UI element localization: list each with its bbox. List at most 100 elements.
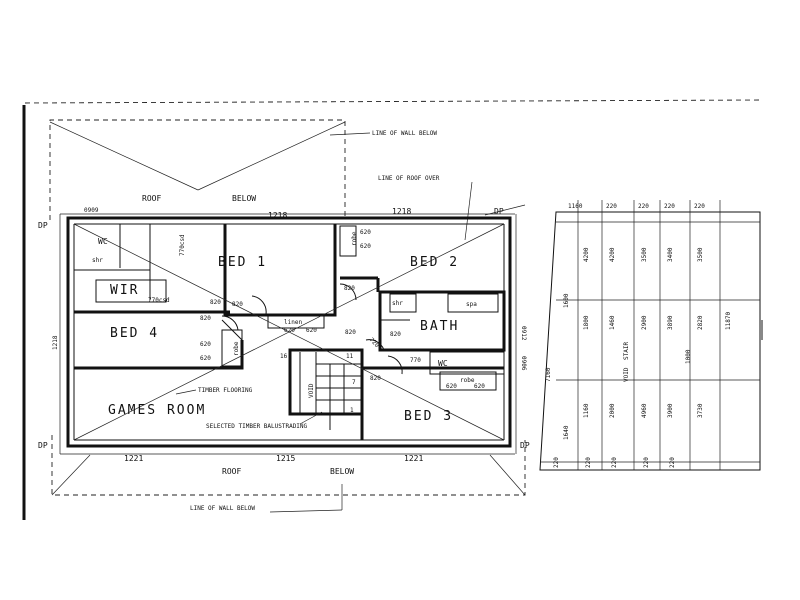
svg-text:2900: 2900	[641, 315, 648, 330]
dim-bottom-1221-left: 1221	[124, 454, 143, 463]
door-820-landing: 820	[345, 329, 356, 336]
dp-bottom-right: DP	[520, 441, 530, 450]
room-bed-3: BED 3	[404, 409, 453, 424]
svg-text:3500: 3500	[697, 247, 704, 262]
door-labels: 820 820 820 820 820 820 620 620 620 620 …	[148, 229, 485, 390]
dp-top-left: DP	[38, 221, 48, 230]
svg-text:3730: 3730	[697, 403, 704, 418]
room-wc-left: WC	[98, 237, 108, 246]
svg-text:11870: 11870	[725, 312, 732, 330]
door-620-d: 620	[200, 355, 211, 362]
stair-16: 16	[280, 353, 288, 360]
svg-text:LINE OF ROOF OVER: LINE OF ROOF OVER	[378, 175, 440, 182]
door-770csd-a: 770csd	[179, 234, 186, 256]
door-620-c: 620	[200, 341, 211, 348]
roof-below-label-bottom-left: ROOF	[222, 467, 241, 476]
room-robe-bed3: robe	[460, 377, 475, 384]
door-620-a: 620	[360, 229, 371, 236]
roof-below-label-top-left: ROOF	[142, 194, 161, 203]
door-620-h: 620	[474, 383, 485, 390]
svg-text:3900: 3900	[667, 403, 674, 418]
stair-11: 11	[346, 353, 354, 360]
svg-text:LINE OF WALL BELOW: LINE OF WALL BELOW	[372, 130, 437, 137]
door-620-g: 620	[446, 383, 457, 390]
roof-over-lines	[73, 223, 505, 441]
floor-notes: TIMBER FLOORING SELECTED TIMBER BALUSTRA…	[175, 387, 323, 430]
door-770csd-b: 770csd	[148, 297, 170, 304]
svg-text:220: 220	[638, 203, 649, 210]
door-820-bed1: 820	[232, 301, 243, 308]
svg-text:220: 220	[585, 457, 592, 468]
room-robe-bed4: robe	[233, 341, 240, 356]
room-robe-bed1: robe	[351, 231, 358, 246]
dim-bottom-1215: 1215	[276, 454, 295, 463]
room-wc-right: WC	[438, 359, 448, 368]
svg-text:3890: 3890	[667, 315, 674, 330]
internal-walls	[74, 224, 506, 440]
dim-right-0906: 0906	[520, 356, 527, 371]
line-of-wall-below-note-bottom: LINE OF WALL BELOW	[190, 484, 343, 513]
svg-text:220: 220	[664, 203, 675, 210]
svg-text:220: 220	[606, 203, 617, 210]
stair-void: VOID 16 11 7 1	[280, 348, 364, 430]
svg-text:STAIR: STAIR	[623, 342, 630, 360]
svg-text:1160: 1160	[583, 403, 590, 418]
door-620-b: 620	[360, 243, 371, 250]
dim-1218-a: 1218	[268, 211, 287, 220]
svg-text:220: 220	[553, 457, 560, 468]
svg-text:4960: 4960	[641, 403, 648, 418]
dp-bottom-left: DP	[38, 441, 48, 450]
door-820-bed3: 820	[370, 375, 381, 382]
svg-text:220: 220	[694, 203, 705, 210]
door-770-wc: 770	[410, 357, 421, 364]
room-bed-1: BED 1	[218, 255, 267, 270]
room-shr-bath: shr	[392, 300, 403, 307]
door-820-wir: 820	[210, 299, 221, 306]
void-label: VOID	[308, 383, 315, 398]
dim-left-1218: 1218	[52, 335, 59, 350]
dim-0909: 0909	[84, 207, 99, 214]
dimension-lines: 0909 1218 1218 1218 1221 1215 1221 0912 …	[38, 207, 530, 463]
svg-text:1000: 1000	[685, 349, 692, 364]
stair-7: 7	[352, 379, 356, 386]
roof-below-outline	[49, 119, 526, 496]
svg-text:1600: 1600	[563, 293, 570, 308]
svg-text:4200: 4200	[609, 247, 616, 262]
svg-text:4200: 4200	[583, 247, 590, 262]
line-of-wall-below-note-top: LINE OF WALL BELOW LINE OF ROOF OVER	[329, 130, 473, 241]
svg-text:3400: 3400	[667, 247, 674, 262]
door-820-bed4: 820	[200, 315, 211, 322]
room-bed-4: BED 4	[110, 326, 159, 341]
svg-text:3500: 3500	[641, 247, 648, 262]
svg-text:220: 220	[611, 457, 618, 468]
door-820-bath: 820	[390, 331, 401, 338]
page-frame	[22, 99, 761, 520]
external-walls	[66, 216, 512, 448]
dim-right-0912: 0912	[520, 326, 527, 341]
door-620-f: 620	[306, 327, 317, 334]
balustrading-note: SELECTED TIMBER BALUSTRADING	[206, 423, 308, 430]
roof-below-label-bottom-right: BELOW	[330, 467, 354, 476]
svg-text:7160: 7160	[545, 367, 552, 382]
svg-text:LINE OF WALL BELOW: LINE OF WALL BELOW	[190, 505, 255, 512]
svg-text:VOID: VOID	[623, 367, 630, 382]
svg-text:2000: 2000	[609, 403, 616, 418]
roof-below-label-top-right: BELOW	[232, 194, 256, 203]
svg-text:1800: 1800	[583, 315, 590, 330]
dim-1218-b: 1218	[392, 207, 411, 216]
room-spa: spa	[466, 301, 477, 308]
door-620-e: 620	[284, 327, 295, 334]
room-shr-left: shr	[92, 257, 103, 264]
stair-1: 1	[350, 407, 354, 414]
svg-text:1160: 1160	[568, 203, 583, 210]
room-bed-2: BED 2	[410, 255, 459, 270]
svg-text:1640: 1640	[563, 425, 570, 440]
timber-flooring-note: TIMBER FLOORING	[198, 387, 253, 394]
svg-text:220: 220	[669, 457, 676, 468]
room-bath: BATH	[420, 319, 459, 334]
dim-bottom-1221-right: 1221	[404, 454, 423, 463]
room-games-room: GAMES ROOM	[108, 403, 206, 418]
room-wir: WIR	[110, 283, 139, 298]
room-linen: linen	[284, 319, 302, 326]
